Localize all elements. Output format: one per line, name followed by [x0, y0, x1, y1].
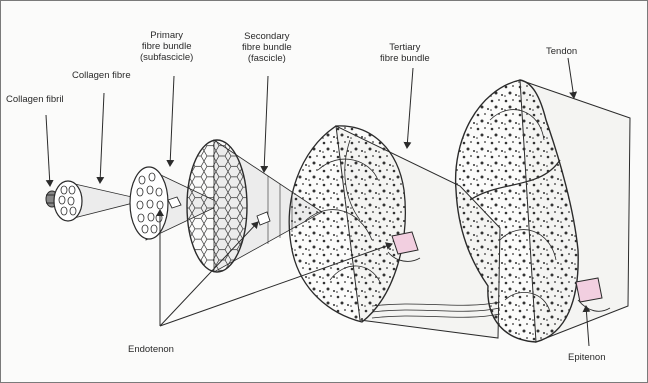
label-collagen-fibril: Collagen fibril — [6, 94, 64, 105]
label-secondary-fibre-bundle: Secondary fibre bundle (fascicle) — [242, 31, 292, 64]
label-collagen-fibre: Collagen fibre — [72, 70, 131, 81]
label-tendon: Tendon — [546, 46, 577, 57]
label-tertiary-fibre-bundle: Tertiary fibre bundle — [380, 42, 430, 64]
label-epitenon: Epitenon — [568, 352, 606, 363]
label-endotenon: Endotenon — [128, 344, 174, 355]
label-primary-fibre-bundle: Primary fibre bundle (subfascicle) — [140, 30, 193, 63]
